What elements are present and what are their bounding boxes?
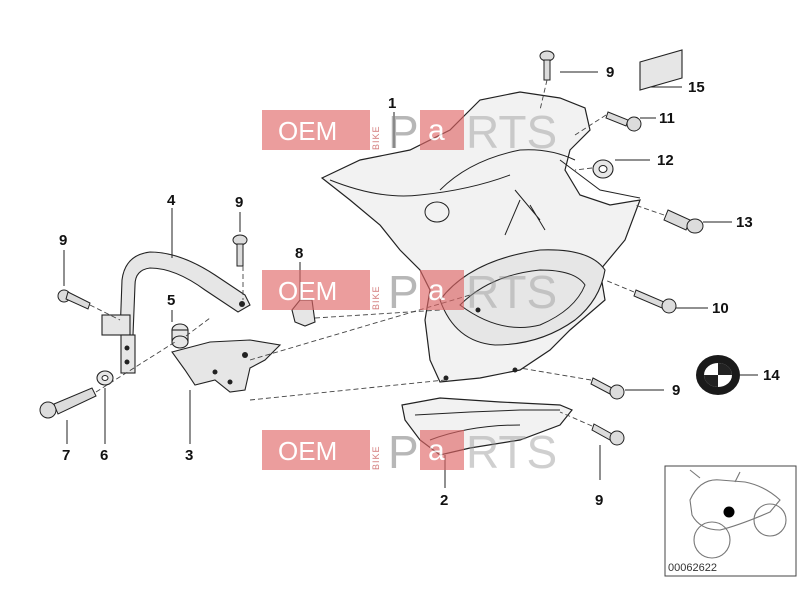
watermark-rts-text: RTS [466,426,557,478]
location-marker-icon [723,506,735,518]
callout-7: 7 [62,447,70,464]
watermark-bike-text: BIKE [371,125,381,150]
callout-15: 15 [688,79,705,96]
expansion-rivet-13-part [663,209,704,234]
callout-9-upper: 9 [235,194,243,211]
callout-12: 12 [657,152,674,169]
callout-8: 8 [295,245,303,262]
motorcycle-silhouette-icon [689,469,787,559]
callout-11: 11 [659,110,675,127]
spacer-sleeve-part [171,323,189,349]
grommet-12-part [592,159,614,179]
bolt-9-left-part [57,289,91,310]
watermark-bike-text: BIKE [371,445,381,470]
watermark-rts-text: RTS [466,266,557,318]
watermark-bike-text: BIKE [371,285,381,310]
watermark-a-text: a [428,274,445,307]
bolt-9-top-part [539,50,555,81]
document-number: 00062622 [668,562,717,574]
washer-part [96,370,114,386]
watermark-a-text: a [428,114,445,147]
watermark-a-text: a [428,434,445,467]
bracket-part [171,339,282,393]
watermark-oem-text: OEM [278,276,337,306]
watermark-oem-text: OEM [278,436,337,466]
tube-holder-part [101,251,251,374]
watermark-rts-text: RTS [466,106,557,158]
callout-10: 10 [712,300,729,317]
callout-13: 13 [736,214,753,231]
callout-14: 14 [763,367,780,384]
callout-9-right: 9 [672,382,680,399]
watermark-bottom: OEM BIKE P a RTS [262,426,557,478]
bmw-badge-14-part [696,355,740,395]
callout-6: 6 [100,447,108,464]
motorcycle-locator-thumbnail [664,465,797,577]
watermark-p-text: P [388,426,419,478]
bolt-9-upper-part [232,234,248,267]
fairing-panel-part [320,91,641,383]
callout-3: 3 [185,447,193,464]
watermark-middle: OEM BIKE P a RTS [262,266,557,318]
bolt-10-part [633,289,677,314]
callout-9-top: 9 [606,64,614,81]
callout-9-bottom: 9 [595,492,603,509]
watermark-p-text: P [388,266,419,318]
callout-4: 4 [167,192,176,209]
bolt-11-part [605,111,642,132]
watermark-oem-text: OEM [278,116,337,146]
bolt-9-bottom-part [591,423,625,446]
leader-lines [63,71,758,488]
callout-2: 2 [440,492,448,509]
callout-numbers: 1 2 3 4 5 6 7 8 9 9 9 9 9 10 11 12 13 14… [59,64,780,509]
callout-1: 1 [388,95,396,112]
callout-9-left: 9 [59,232,67,249]
watermark-p-text: P [388,106,419,158]
bolt-7-part [39,387,97,419]
label-plate-15-part [639,49,683,91]
callout-5: 5 [167,292,175,309]
bolt-9-lower-right-part [590,377,625,400]
watermark-top: OEM BIKE P a RTS [262,106,557,158]
